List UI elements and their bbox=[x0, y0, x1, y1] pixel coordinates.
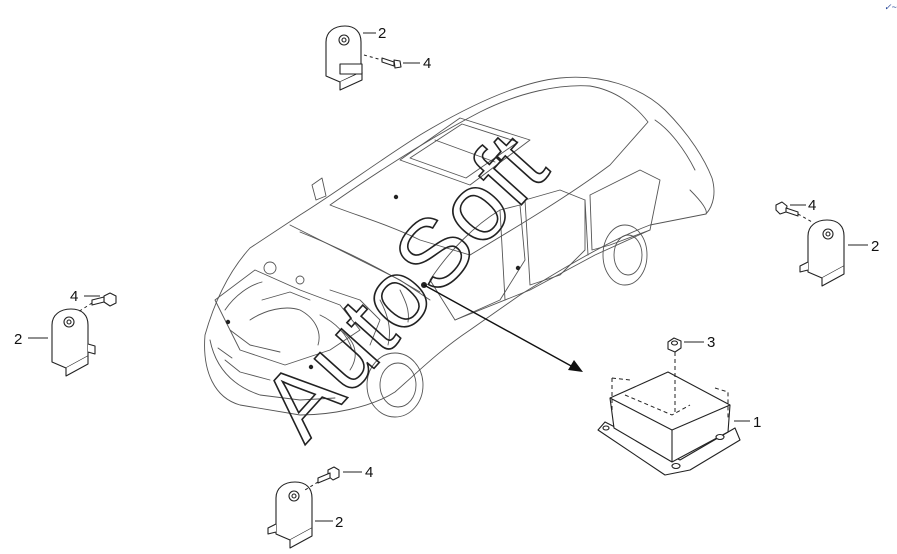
side-impact-sensor-bottom: 2 bbox=[267, 481, 343, 549]
watermark: AutoSoft bbox=[240, 113, 568, 460]
callout-4-right: 4 bbox=[808, 197, 816, 214]
side-impact-sensor-right: 2 bbox=[799, 219, 879, 287]
callout-4-top: 4 bbox=[423, 55, 431, 72]
bolt-bottom: 4 bbox=[304, 464, 373, 491]
vehicle-illustration bbox=[204, 76, 715, 418]
watermark-text: AutoSoft bbox=[241, 114, 567, 459]
callout-1: 1 bbox=[753, 414, 761, 431]
callout-2-right: 2 bbox=[871, 238, 879, 255]
bolt-right: 4 bbox=[775, 197, 816, 223]
callout-4-bottom: 4 bbox=[365, 464, 373, 481]
side-impact-sensor-top: 2 bbox=[325, 25, 386, 91]
corner-mark: ✓~ bbox=[884, 2, 897, 12]
callout-2-top: 2 bbox=[378, 25, 386, 42]
bolt-left: 4 bbox=[70, 288, 117, 313]
bolt-top: 4 bbox=[363, 54, 431, 72]
side-impact-sensor-left: 2 bbox=[14, 308, 96, 377]
callout-3: 3 bbox=[707, 334, 715, 351]
location-arrow bbox=[423, 284, 583, 372]
callout-2-bottom: 2 bbox=[335, 514, 343, 531]
callout-4-left: 4 bbox=[70, 288, 78, 305]
airbag-control-unit: 1 bbox=[597, 352, 761, 476]
nut-3: 3 bbox=[667, 334, 715, 353]
callout-2-left: 2 bbox=[14, 331, 22, 348]
